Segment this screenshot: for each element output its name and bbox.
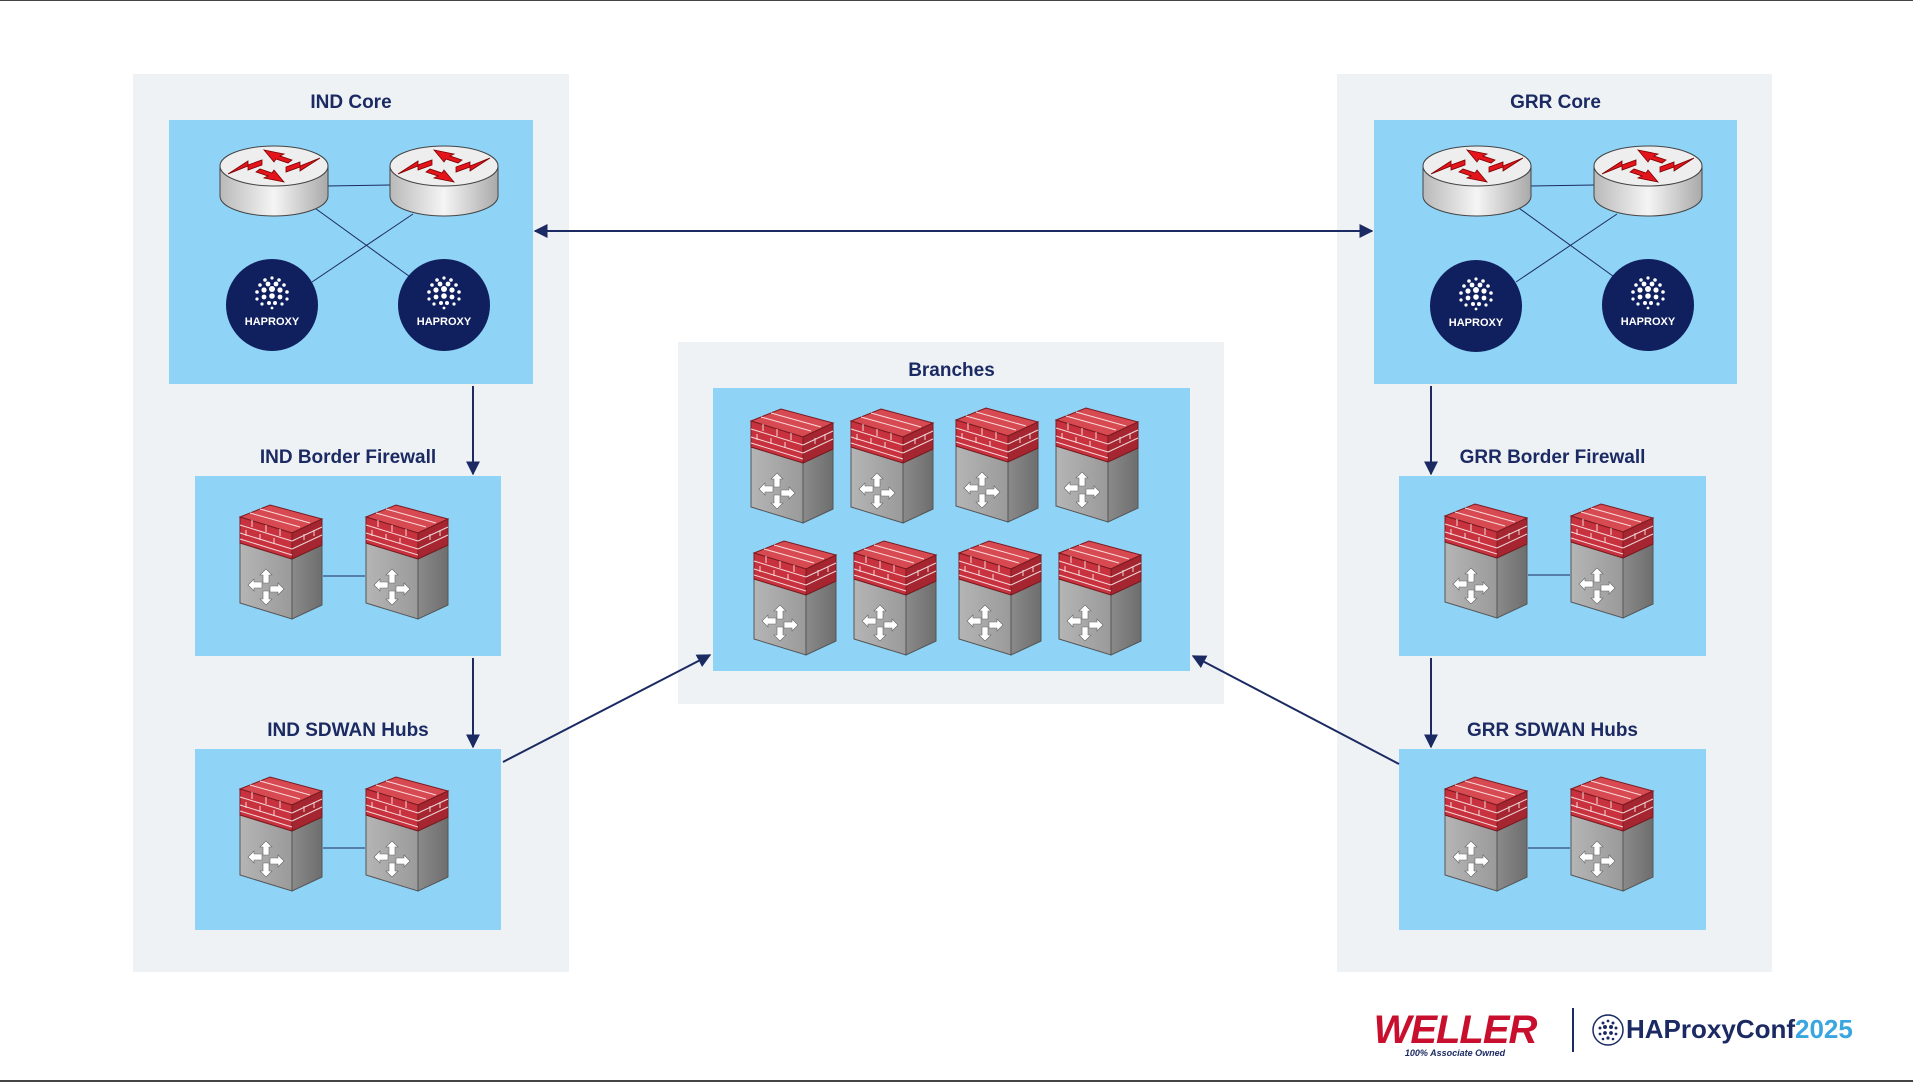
haproxy-label: HAPROXY xyxy=(416,316,472,328)
ind-core-title: IND Core xyxy=(310,92,392,113)
firewall-icon xyxy=(365,504,449,620)
firewall-icon xyxy=(753,540,837,656)
grr-sdwan-to-branches-link xyxy=(1191,655,1400,765)
router-icon xyxy=(1593,145,1703,217)
haproxy-globe-icon xyxy=(1592,1014,1624,1046)
grr-core-title: GRR Core xyxy=(1510,92,1601,113)
weller-tagline: 100% Associate Owned xyxy=(1404,1048,1506,1058)
ind-cross-link-a xyxy=(311,205,414,280)
firewall-icon xyxy=(1058,540,1142,656)
logo-divider xyxy=(1572,1008,1574,1052)
router-icon xyxy=(1422,145,1532,217)
grr-cross-link-b xyxy=(1515,213,1618,283)
branches-title: Branches xyxy=(908,360,995,381)
weller-wordmark: WELLER xyxy=(1373,1008,1538,1052)
grr-border-firewall-title: GRR Border Firewall xyxy=(1459,447,1646,468)
firewall-icon xyxy=(239,776,323,892)
firewall-icon xyxy=(1570,776,1654,892)
grr-sdwan-hubs-title: GRR SDWAN Hubs xyxy=(1467,720,1638,741)
ind-router-link xyxy=(326,184,391,187)
ind-cross-link-b xyxy=(311,213,414,283)
ind-border-firewall-title: IND Border Firewall xyxy=(259,447,437,468)
haproxy-label: HAPROXY xyxy=(244,316,300,328)
firewall-icon xyxy=(365,776,449,892)
router-icon xyxy=(389,145,499,217)
ind-sdwan-to-branches-link xyxy=(502,654,712,763)
firewall-icon xyxy=(850,408,934,524)
router-icon xyxy=(219,145,329,217)
haproxy-icon xyxy=(1430,260,1522,352)
haproxy-icon xyxy=(398,259,490,351)
top-border xyxy=(0,0,1913,1)
firewall-icon xyxy=(853,540,937,656)
grr-cross-link-a xyxy=(1515,205,1618,280)
firewall-icon xyxy=(239,504,323,620)
haproxy-icon xyxy=(226,259,318,351)
haproxy-label: HAPROXY xyxy=(1448,317,1504,329)
bottom-border xyxy=(0,1080,1913,1082)
firewall-icon xyxy=(1444,776,1528,892)
firewall-icon xyxy=(1444,503,1528,619)
firewall-icon xyxy=(958,540,1042,656)
grr-router-link xyxy=(1530,184,1595,187)
weller-logo: WELLER 100% Associate Owned xyxy=(1365,1010,1545,1060)
conference-wordmark: HAProxyConf2025 xyxy=(1626,1014,1853,1045)
conference-year: 2025 xyxy=(1795,1014,1853,1044)
haproxy-label: HAPROXY xyxy=(1620,316,1676,328)
ind-sdwan-hubs-title: IND SDWAN Hubs xyxy=(267,720,429,741)
firewall-icon xyxy=(1570,503,1654,619)
firewall-icon xyxy=(750,408,834,524)
conference-name: HAProxyConf xyxy=(1626,1014,1796,1044)
haproxy-icon xyxy=(1602,259,1694,351)
firewall-icon xyxy=(1055,407,1139,523)
firewall-icon xyxy=(955,407,1039,523)
